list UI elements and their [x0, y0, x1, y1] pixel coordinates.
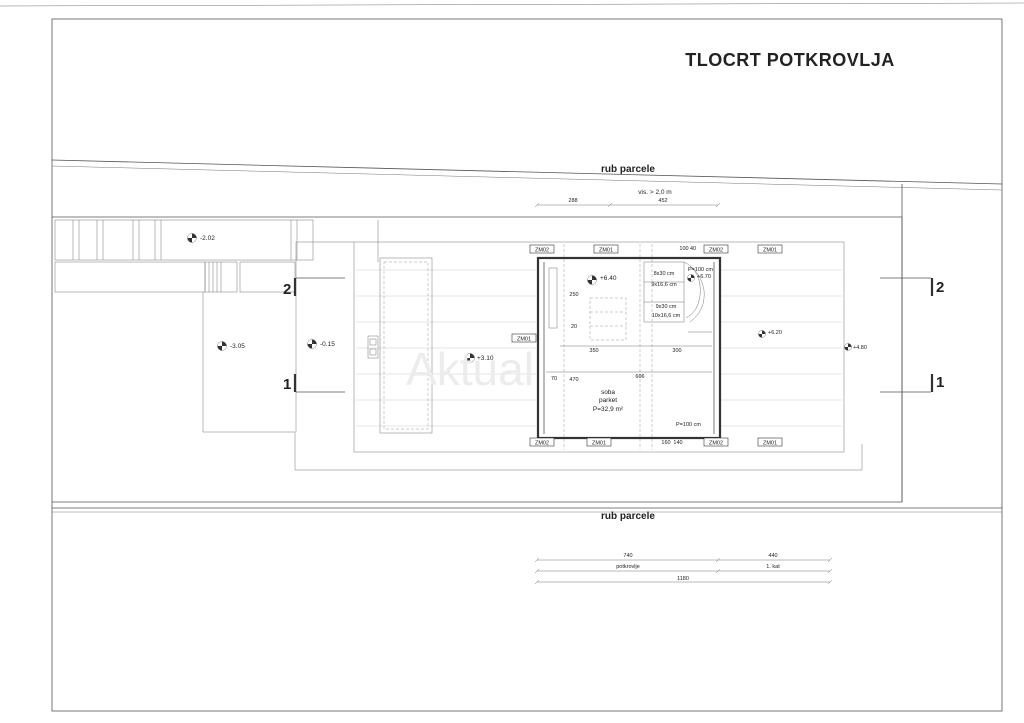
svg-text:140: 140 [673, 440, 682, 446]
svg-text:ZM02: ZM02 [535, 248, 549, 254]
svg-text:+6.40: +6.40 [600, 275, 617, 282]
svg-text:1180: 1180 [677, 576, 689, 582]
svg-text:-3.05: -3.05 [230, 343, 245, 350]
svg-text:440: 440 [768, 553, 777, 559]
level-marker-p620: +6.20 [758, 330, 782, 338]
window-tag-zm01-left: ZM01 [511, 333, 537, 343]
room-label: soba parket P=32,9 m² [593, 389, 624, 413]
building-outline [353, 241, 845, 453]
roof-slope-lines [356, 269, 842, 427]
svg-text:P=32,9 m²: P=32,9 m² [593, 406, 624, 413]
svg-text:ZM01: ZM01 [763, 248, 777, 254]
level-marker-p310: +3.10 [465, 353, 494, 363]
level-marker-m015: -0.15 [307, 339, 335, 349]
svg-text:potkrovlje: potkrovlje [616, 564, 640, 570]
level-marker-m305: -3.05 [217, 341, 245, 351]
svg-text:70: 70 [551, 376, 557, 382]
window-tag-zm02-tr: ZM02 [703, 244, 729, 254]
top-dimension-chain: vis. > 2,0 m 288 452 [534, 189, 721, 208]
section-marker-2-left: 2 [283, 277, 345, 298]
svg-text:vis. > 2,0 m: vis. > 2,0 m [638, 189, 671, 196]
parcel-boundary-top [51, 159, 1003, 185]
parcel-label-top: rub parcele [601, 164, 655, 175]
level-marker-m202: -2.02 [187, 233, 215, 243]
section-marker-1-left: 1 [283, 374, 345, 393]
svg-text:470: 470 [569, 377, 578, 383]
svg-text:+6.20: +6.20 [768, 330, 782, 336]
svg-text:ZM02: ZM02 [535, 441, 549, 447]
svg-text:20: 20 [571, 324, 577, 330]
legend-dimension-chain: 740 440 potkrovlje 1. kat 1180 [534, 553, 833, 585]
svg-text:2: 2 [283, 281, 291, 298]
svg-text:ZM02: ZM02 [709, 441, 723, 447]
sheet-frame [51, 18, 1003, 712]
svg-text:1: 1 [936, 374, 944, 391]
svg-text:1: 1 [283, 376, 291, 393]
sheet-title: TLOCRT POTKROVLJA [685, 50, 895, 70]
parcel-label-bottom: rub parcele [601, 511, 655, 522]
section-marker-2-right: 2 [880, 277, 944, 296]
svg-text:-0.15: -0.15 [320, 341, 335, 348]
window-tag-zm01-tc: ZM01 [593, 244, 619, 254]
svg-text:+6.70: +6.70 [697, 274, 711, 280]
svg-text:parket: parket [599, 397, 617, 404]
svg-text:452: 452 [658, 198, 667, 204]
svg-text:1. kat: 1. kat [766, 564, 780, 570]
window-tag-zm01-br: ZM01 [757, 437, 783, 447]
level-marker-p480: +4.80 [844, 343, 867, 351]
svg-text:9x16,6 cm: 9x16,6 cm [651, 282, 677, 288]
svg-text:606: 606 [635, 374, 644, 380]
window-tag-zm02-bl: ZM02 [529, 437, 555, 447]
svg-text:2: 2 [936, 279, 944, 296]
svg-text:-2.02: -2.02 [200, 235, 215, 242]
level-marker-p640: +6.40 [587, 275, 617, 285]
window-tag-zm02-br: ZM02 [703, 437, 729, 447]
svg-text:9x30 cm: 9x30 cm [656, 304, 677, 310]
svg-text:100: 100 [679, 246, 688, 252]
left-stair [54, 219, 314, 261]
svg-text:+4.80: +4.80 [853, 345, 867, 351]
section-marker-1-right: 1 [880, 374, 944, 393]
svg-text:300: 300 [672, 348, 681, 354]
window-tag-zm01-tr: ZM01 [757, 244, 783, 254]
svg-text:288: 288 [568, 198, 577, 204]
core-room-walls [536, 256, 722, 440]
svg-text:40: 40 [690, 246, 696, 252]
interior-stair: 8x30 cm 9x16,6 cm 9x30 cm 10x16,6 cm P=1… [643, 261, 713, 428]
watermark: Aktual [406, 343, 534, 395]
svg-text:ZM01: ZM01 [763, 441, 777, 447]
svg-text:ZM01: ZM01 [599, 248, 613, 254]
window-tag-zm01-bc: ZM01 [586, 437, 612, 447]
svg-text:soba: soba [601, 389, 615, 396]
svg-text:740: 740 [623, 553, 632, 559]
svg-text:350: 350 [589, 348, 598, 354]
svg-text:ZM02: ZM02 [709, 248, 723, 254]
svg-text:10x16,6 cm: 10x16,6 cm [652, 313, 681, 319]
svg-text:ZM01: ZM01 [517, 337, 531, 343]
svg-text:8x30 cm: 8x30 cm [654, 271, 675, 277]
svg-text:ZM01: ZM01 [592, 441, 606, 447]
svg-text:160: 160 [661, 440, 670, 446]
svg-text:P=100 cm: P=100 cm [676, 422, 701, 428]
window-tag-zm02-tl: ZM02 [529, 244, 555, 254]
svg-text:250: 250 [569, 292, 578, 298]
svg-text:+3.10: +3.10 [477, 355, 494, 362]
svg-text:P=100 cm: P=100 cm [688, 267, 713, 273]
level-marker-p670: +6.70 [687, 274, 711, 282]
